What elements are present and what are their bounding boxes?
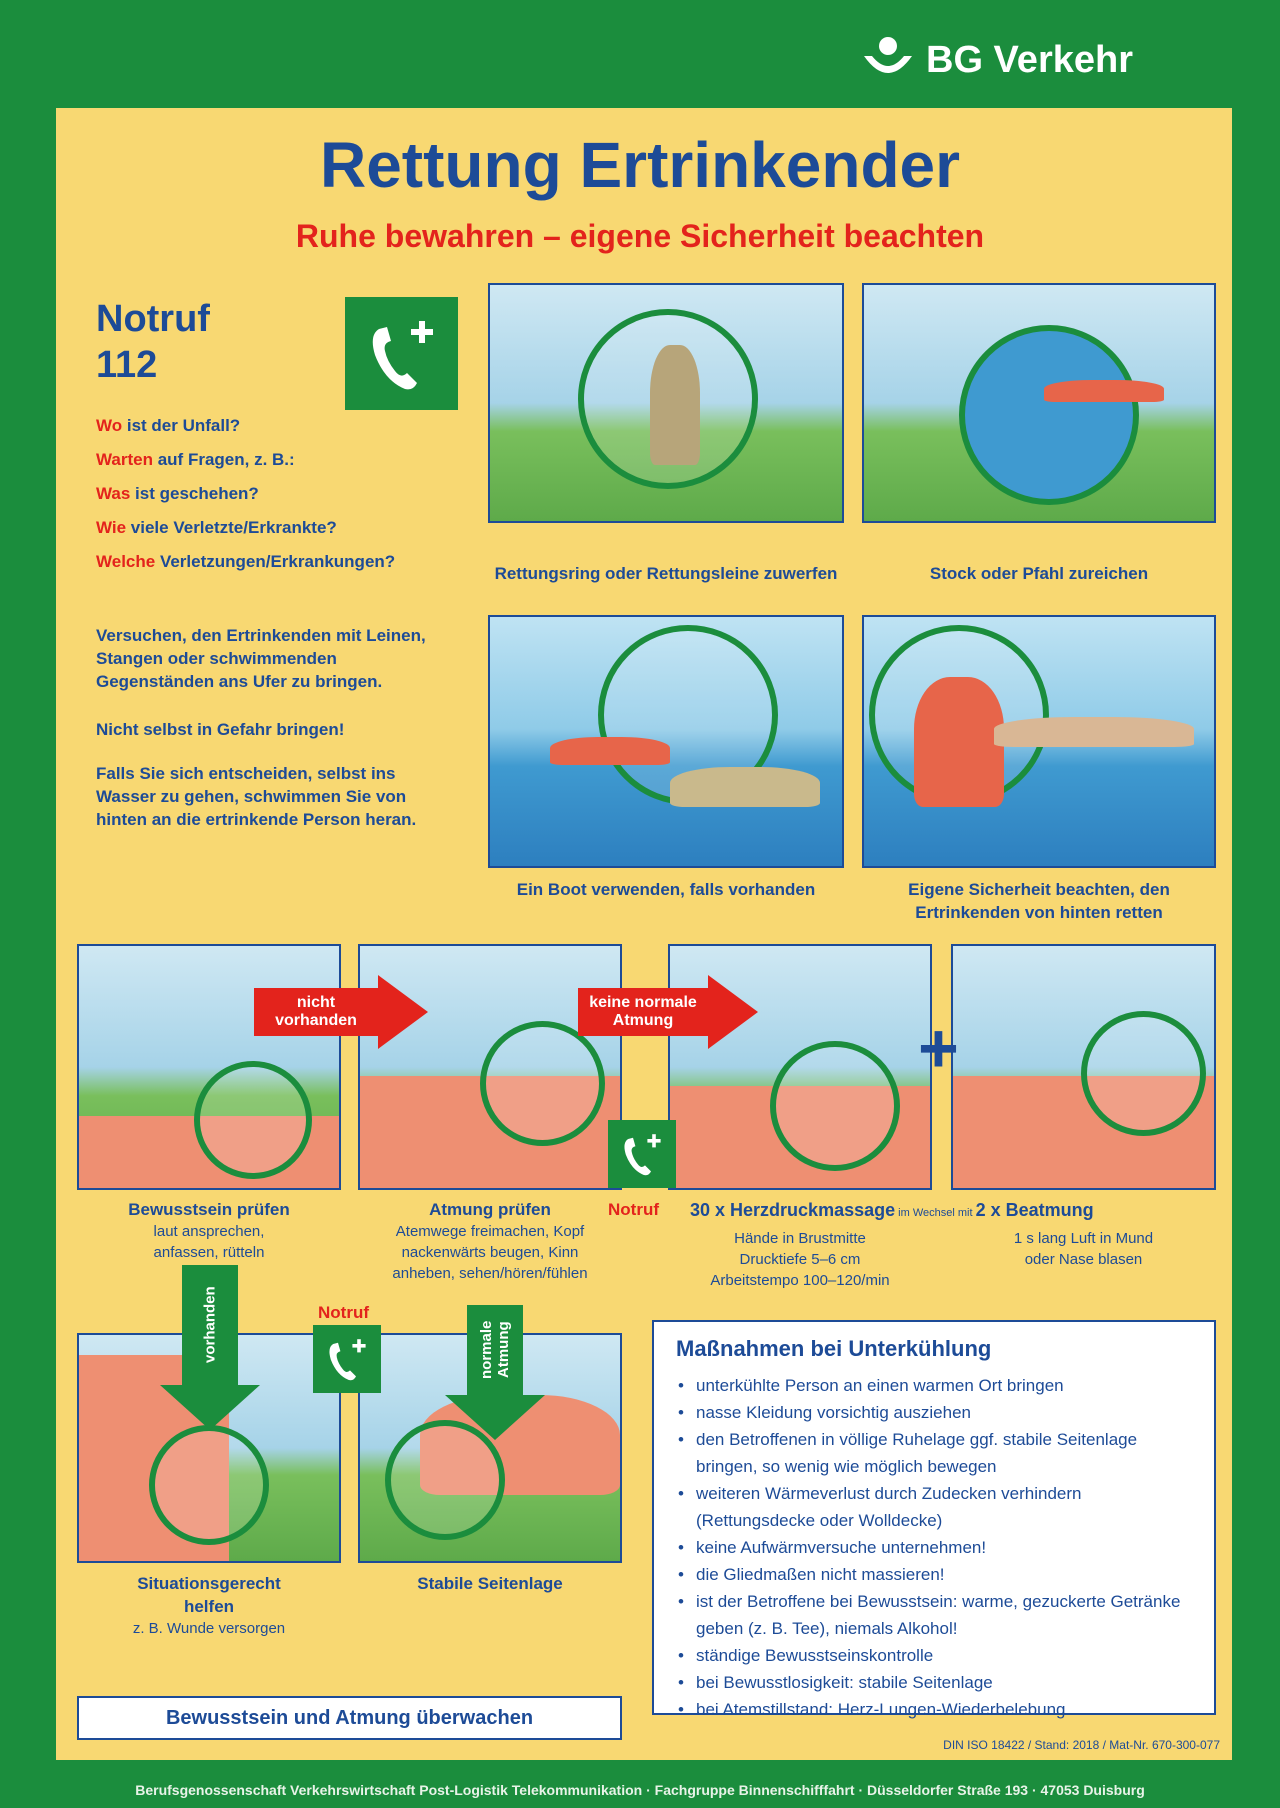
list-item: keine Aufwärmversuche unternehmen! [676, 1534, 1192, 1561]
list-item: nasse Kleidung vorsichtig ausziehen [676, 1399, 1192, 1426]
question-4: Wie viele Verletzte/Erkrankte? [96, 518, 337, 537]
hypothermia-box: Maßnahmen bei Unterkühlung unterkühlte P… [652, 1320, 1216, 1723]
notruf-label: Notruf [318, 1303, 369, 1322]
list-item: bei Bewusstlosigkeit: stabile Seitenlage [676, 1669, 1192, 1696]
emergency-phone-sign-icon [313, 1325, 381, 1393]
hypothermia-title: Maßnahmen bei Unterkühlung [676, 1336, 992, 1361]
illustration-rescue-from-behind [862, 615, 1216, 868]
bg-verkehr-logo: BG Verkehr [860, 30, 1133, 90]
illustration-breathing [358, 944, 622, 1190]
emergency-number: Notruf 112 [96, 296, 210, 388]
illustration-ring-throw [488, 283, 844, 523]
footer-address: Berufsgenossenschaft Verkehrswirtschaft … [135, 1782, 1145, 1798]
list-item: unterkühlte Person an einen warmen Ort b… [676, 1372, 1192, 1399]
list-item: die Gliedmaßen nicht massieren! [676, 1561, 1192, 1588]
illustration-wound-care [77, 1333, 341, 1563]
arrow-present: vorhanden [160, 1265, 260, 1430]
plus-icon: + [918, 1009, 959, 1087]
logo-text: BG Verkehr [926, 38, 1133, 81]
arrow-no-normal-breathing: keine normale Atmung [578, 975, 758, 1049]
notruf-label: Notruf [608, 1200, 659, 1219]
instruction-2: Nicht selbst in Gefahr bringen! [96, 720, 345, 739]
list-item: ständige Bewusstseinskontrolle [676, 1642, 1192, 1669]
din-reference: DIN ISO 18422 / Stand: 2018 / Mat-Nr. 67… [943, 1738, 1220, 1752]
logo-icon [864, 37, 912, 73]
arrow-normal-breathing: normale Atmung [445, 1305, 545, 1440]
question-2: Warten auf Fragen, z. B.: [96, 450, 295, 469]
emergency-phone-sign-icon [345, 297, 458, 410]
cpr-title: 30 x Herzdruckmassage im Wechsel mit 2 x… [690, 1200, 1094, 1220]
page-title: Rettung Ertrinkender [319, 129, 961, 201]
instruction-1: Versuchen, den Ertrinkenden mit Leinen, … [96, 626, 426, 691]
instruction-3: Falls Sie sich entscheiden, selbst ins W… [96, 764, 417, 829]
illustration-stick [862, 283, 1216, 523]
question-3: Was ist geschehen? [96, 484, 259, 503]
question-5: Welche Verletzungen/Erkrankungen? [96, 552, 396, 571]
illustration-boat [488, 615, 844, 868]
list-item: bei Atemstillstand: Herz-Lungen-Wiederbe… [676, 1696, 1192, 1723]
emergency-phone-sign-icon [608, 1120, 676, 1188]
breathing-details: 1 s lang Luft in Mund oder Nase blasen [1013, 1230, 1154, 1268]
illustration-consciousness [77, 944, 341, 1190]
list-item: weiteren Wärmeverlust durch Zudecken ver… [676, 1480, 1192, 1534]
list-item: den Betroffenen in völlige Ruhelage ggf.… [676, 1426, 1192, 1480]
arrow-not-present: nicht vorhanden [254, 975, 428, 1049]
caption-ring: Rettungsring oder Rettungsleine zuwerfen [494, 564, 838, 583]
question-1: Wo ist der Unfall? [96, 416, 241, 435]
list-item: ist der Betroffene bei Bewusstsein: warm… [676, 1588, 1192, 1642]
illustration-rescue-breathing [951, 944, 1216, 1190]
notruf-label: Notruf [96, 298, 210, 340]
illustration-recovery-position [358, 1333, 622, 1563]
monitor-note: Bewusstsein und Atmung überwachen [77, 1696, 622, 1740]
caption-boat: Ein Boot verwenden, falls vorhanden [516, 880, 816, 899]
caption-stick: Stock oder Pfahl zureichen [929, 564, 1149, 583]
caption-from-behind: Eigene Sicherheit beachten, den Ertrinke… [908, 880, 1170, 922]
subtitle: Ruhe bewahren – eigene Sicherheit beacht… [295, 218, 985, 254]
caption-recovery: Stabile Seitenlage [417, 1574, 563, 1593]
notruf-number: 112 [96, 344, 158, 386]
